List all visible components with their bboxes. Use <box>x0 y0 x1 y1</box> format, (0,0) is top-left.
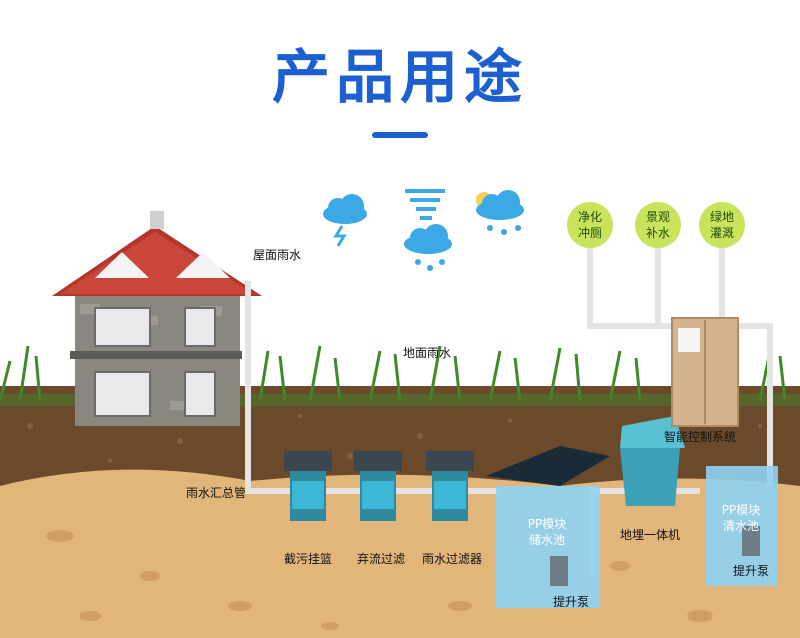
diversion-filter-label: 弃流过滤 <box>357 552 406 566</box>
use-line-2: 灌溉 <box>709 226 734 240</box>
pump-label-clear: 提升泵 <box>733 564 770 578</box>
use-bubble-green-irrigation: 绿地灌溉 <box>699 202 745 248</box>
pp-storage-label: PP模块 储水池 <box>515 516 579 548</box>
pp-clear-line-1: PP模块 <box>721 503 761 517</box>
pp-storage-line-2: 储水池 <box>528 533 565 547</box>
use-bubble-purify-flush: 净化冲厕 <box>567 202 613 248</box>
rain-filter-label: 雨水过滤器 <box>422 552 483 566</box>
title-underline <box>372 132 428 138</box>
buried-unit <box>620 416 685 506</box>
collector-pipe-label: 雨水汇总管 <box>186 486 247 500</box>
rainwater-diagram: 净化冲厕 景观补水 绿地灌溉 屋面雨水 地面雨水 雨水汇总管 截污挂篮 弃流过滤… <box>0 186 800 638</box>
dirt-basket-unit <box>284 451 332 521</box>
use-line-2: 补水 <box>645 226 670 240</box>
pp-storage-pool <box>486 446 610 608</box>
diversion-filter-unit <box>354 451 402 521</box>
scene-illustration <box>0 189 800 638</box>
use-line-2: 冲厕 <box>577 226 602 240</box>
cloud-rain-icon <box>323 194 367 247</box>
rain-filter-unit <box>426 451 474 521</box>
house <box>52 211 262 426</box>
cloud-lightning-icon <box>404 224 452 271</box>
roof-rain-label: 屋面雨水 <box>253 248 302 262</box>
use-line-1: 净化 <box>577 210 602 224</box>
use-bubble-landscape-refill: 景观补水 <box>635 202 681 248</box>
pp-clear-pool <box>706 466 778 586</box>
dirt-basket-label: 截污挂篮 <box>284 552 333 566</box>
control-cabinet <box>671 317 739 427</box>
pp-clear-label: PP模块 清水池 <box>708 502 774 534</box>
page-title: 产品用途 <box>271 43 528 111</box>
pump-label-storage: 提升泵 <box>553 595 590 609</box>
use-line-1: 绿地 <box>709 210 734 224</box>
control-system-label: 智能控制系统 <box>664 430 737 444</box>
buried-unit-label: 地埋一体机 <box>620 528 681 542</box>
tornado-icon <box>405 189 445 220</box>
use-line-1: 景观 <box>645 210 670 224</box>
pp-clear-line-2: 清水池 <box>722 519 759 533</box>
pp-storage-line-1: PP模块 <box>527 517 567 531</box>
cloud-sun-rain-icon <box>476 190 524 235</box>
ground-rain-label: 地面雨水 <box>403 346 452 360</box>
